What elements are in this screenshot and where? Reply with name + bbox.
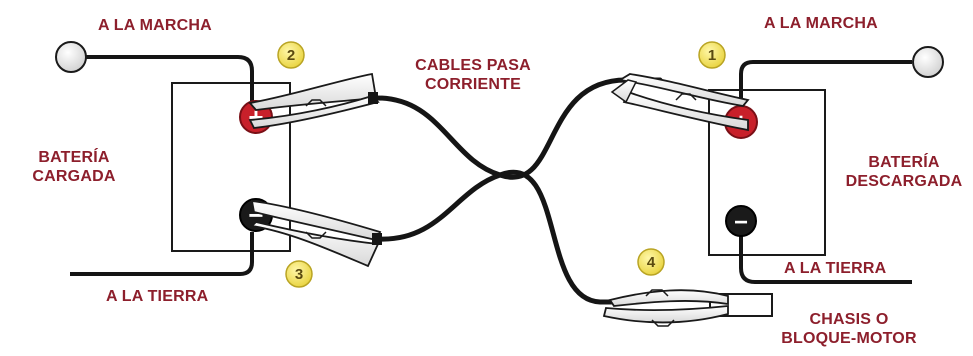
discharged-starter-wire	[739, 60, 912, 112]
clamp-charged-negative	[250, 199, 382, 268]
discharged-ground-label: A LA TIERRA	[784, 260, 887, 277]
charged-starter-wire	[86, 55, 254, 112]
clamp-chassis	[602, 289, 773, 327]
step-badge-2: 2	[277, 41, 305, 69]
charged-battery-label: BATERÍA CARGADA	[14, 148, 134, 186]
charged-starter-knob	[55, 41, 87, 73]
discharged-ground-wire	[739, 222, 912, 284]
discharged-battery-label: BATERÍA DESCARGADA	[838, 153, 970, 191]
discharged-starter-knob	[912, 46, 944, 78]
charged-starter-label: A LA MARCHA	[98, 17, 212, 34]
discharged-battery-line2: DESCARGADA	[845, 173, 963, 190]
svg-text:3: 3	[295, 266, 303, 283]
step-badge-3: 3	[285, 260, 313, 288]
chassis-label: CHASIS O BLOQUE-MOTOR	[768, 310, 930, 348]
chassis-line2: BLOQUE-MOTOR	[781, 330, 917, 347]
discharged-battery-line1: BATERÍA	[868, 154, 940, 171]
step-badge-1: 1	[698, 41, 726, 69]
jumper-cables-label: CABLES PASA CORRIENTE	[398, 56, 548, 94]
discharged-negative-sign: −	[734, 209, 748, 236]
clamp-discharged-positive	[610, 73, 750, 132]
positive-jumper-cable	[371, 77, 663, 180]
jumper-cables-line2: CORRIENTE	[424, 76, 522, 93]
discharged-starter-label: A LA MARCHA	[764, 15, 878, 32]
charged-ground-wire	[70, 232, 254, 276]
clamp-charged-positive	[248, 72, 380, 129]
discharged-negative-terminal	[725, 205, 757, 237]
charged-battery-line1: BATERÍA	[38, 149, 110, 166]
step-badge-4: 4	[637, 248, 665, 276]
chassis-line1: CHASIS O	[809, 311, 889, 328]
svg-text:1: 1	[708, 47, 716, 64]
charged-ground-label: A LA TIERRA	[106, 288, 209, 305]
jumper-cables-line1: CABLES PASA	[415, 57, 531, 74]
charged-battery-line2: CARGADA	[32, 168, 116, 185]
negative-jumper-cable	[375, 169, 615, 305]
svg-text:2: 2	[287, 47, 295, 64]
svg-text:4: 4	[647, 254, 656, 271]
